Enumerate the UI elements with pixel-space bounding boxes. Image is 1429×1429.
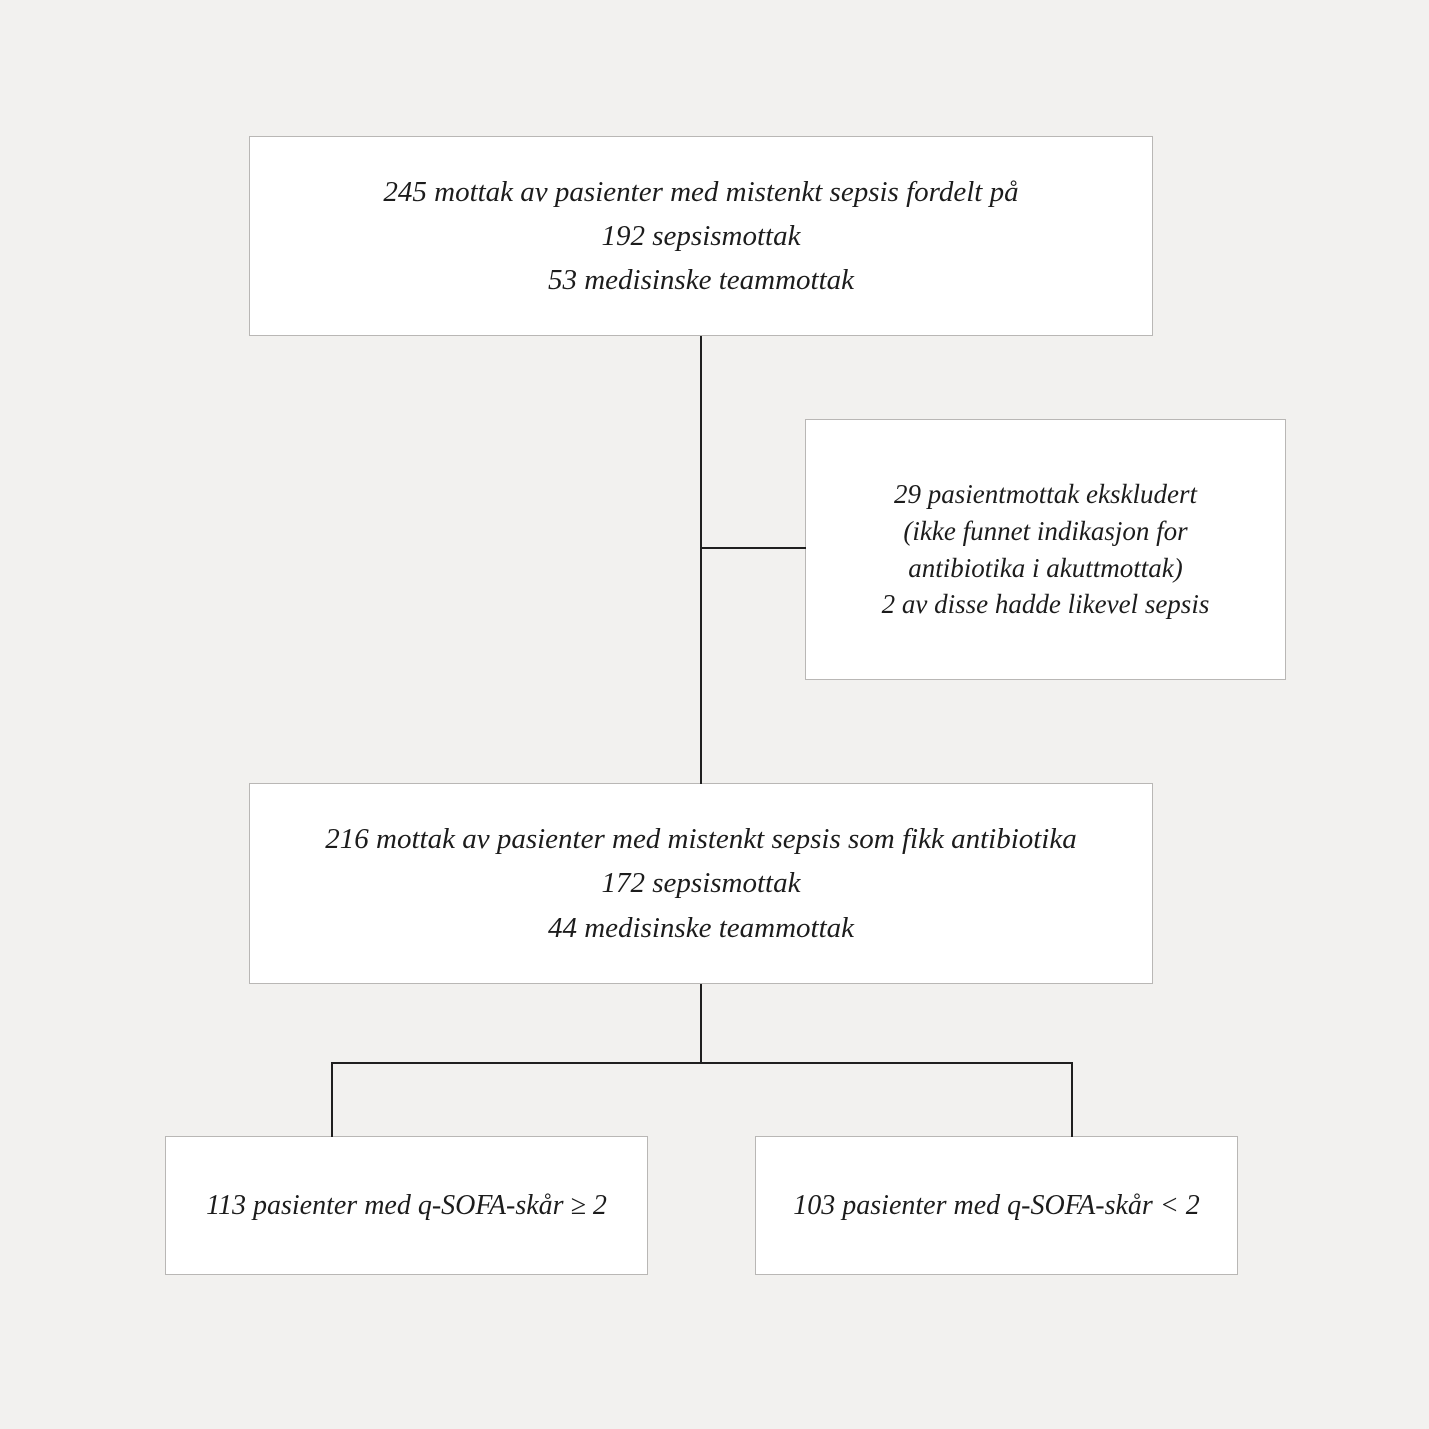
connector-top-to-excluded-junction xyxy=(700,336,702,549)
flow-node-line: (ikke funnet indikasjon for xyxy=(903,515,1188,546)
flow-node-line: 245 mottak av pasienter med mistenkt sep… xyxy=(383,175,1019,208)
flow-node-line: 44 medisinske teammottak xyxy=(547,911,855,944)
flow-node-excluded: 29 pasientmottak ekskludert (ikke funnet… xyxy=(805,419,1286,680)
flow-node-qsofa-low: 103 pasienter med q-SOFA-skår < 2 xyxy=(755,1136,1238,1275)
flow-node-line: 192 sepsismottak xyxy=(601,219,801,252)
flow-node-qsofa-high: 113 pasienter med q-SOFA-skår ≥ 2 xyxy=(165,1136,648,1275)
flow-node-included: 216 mottak av pasienter med mistenkt sep… xyxy=(249,783,1153,984)
connector-trunk-to-included xyxy=(700,549,702,784)
flow-node-line: 103 pasienter med q-SOFA-skår < 2 xyxy=(793,1189,1200,1221)
flow-node-line: 113 pasienter med q-SOFA-skår ≥ 2 xyxy=(206,1189,607,1221)
connector-split-bar xyxy=(331,1062,1073,1064)
connector-drop-to-qsofa-low xyxy=(1071,1062,1073,1137)
connector-drop-to-qsofa-high xyxy=(331,1062,333,1137)
flow-node-line: antibiotika i akuttmottak) xyxy=(908,552,1183,583)
flow-node-line: 29 pasientmottak ekskludert xyxy=(894,478,1197,509)
flow-node-line: 172 sepsismottak xyxy=(601,867,801,900)
connector-branch-to-excluded xyxy=(700,547,806,549)
connector-included-to-split xyxy=(700,984,702,1063)
flow-node-line: 2 av disse hadde likevel sepsis xyxy=(881,589,1210,620)
flow-node-line: 53 medisinske teammottak xyxy=(547,264,855,297)
flow-node-line: 216 mottak av pasienter med mistenkt sep… xyxy=(325,823,1077,856)
flow-node-total-receptions: 245 mottak av pasienter med mistenkt sep… xyxy=(249,136,1153,336)
